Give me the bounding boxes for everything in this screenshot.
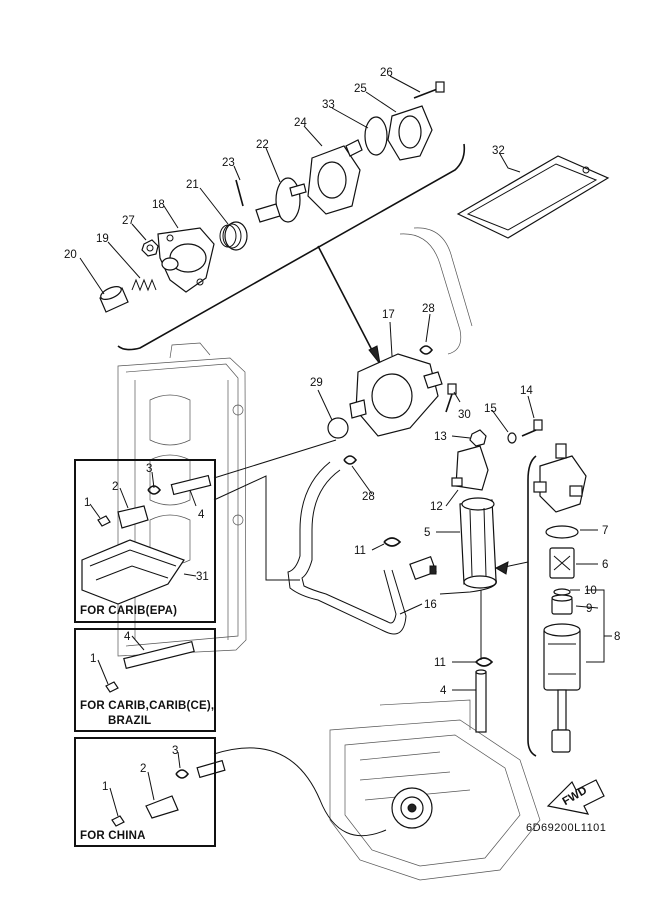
electrical-connector [409, 555, 437, 581]
inset-china [74, 737, 216, 847]
leader-lines [79, 75, 612, 817]
part-14-bolt [521, 419, 543, 437]
callout-24: 24 [294, 117, 307, 129]
inset-carib-brazil [74, 628, 216, 732]
callout-19: 19 [96, 233, 109, 245]
callout-29: 29 [310, 377, 323, 389]
part-28-clamp-lower [343, 455, 358, 465]
callout-28-upper: 28 [422, 303, 435, 315]
callout-33: 33 [322, 99, 335, 111]
filter-head [533, 443, 587, 513]
callout-4-epa: 4 [198, 509, 205, 521]
part-23-pin [235, 179, 244, 207]
callout-1-epa: 1 [84, 497, 90, 509]
part-30-bolt [445, 383, 457, 413]
inset-china-label: FOR CHINA [80, 830, 146, 842]
part-10-ring [553, 588, 571, 596]
part-11-clamp-lower [475, 657, 494, 667]
part-29-gasket [327, 417, 349, 439]
part-19-spring [131, 278, 157, 292]
callout-28-lower: 28 [362, 491, 375, 503]
callout-12: 12 [430, 501, 443, 513]
callout-5: 5 [424, 527, 430, 539]
part-21-spring [219, 221, 248, 251]
part-25-cover [387, 105, 433, 161]
callout-18: 18 [152, 199, 165, 211]
callout-23: 23 [222, 157, 235, 169]
part-17-fuel-pump [349, 353, 443, 437]
inset-carib-epa-label: FOR CARIB(EPA) [80, 605, 178, 617]
callout-3-epa: 3 [146, 463, 152, 475]
callout-4-brazil: 4 [124, 631, 131, 643]
callout-32: 32 [492, 145, 505, 157]
callout-10: 10 [584, 585, 597, 597]
part-7-o-ring [545, 525, 579, 539]
part-24-pump-body [289, 139, 363, 215]
part-9-float [551, 594, 573, 615]
inset-china-parts [111, 759, 226, 827]
callout-4-center: 4 [440, 685, 447, 697]
callout-20: 20 [64, 249, 77, 261]
part-27-nut [141, 239, 159, 257]
part-5-fuel-filter [439, 497, 497, 595]
fwd-arrow-icon [546, 779, 605, 815]
inset-carib-brazil-label-line1: FOR CARIB,CARIB(CE), [80, 700, 215, 712]
callout-15: 15 [484, 403, 497, 415]
callout-2-epa: 2 [112, 481, 118, 493]
callout-9: 9 [586, 603, 592, 615]
callout-11-upper: 11 [354, 545, 366, 557]
callout-1-china: 1 [102, 781, 108, 793]
callout-1-brazil: 1 [90, 653, 96, 665]
callout-31: 31 [196, 571, 209, 583]
callout-14: 14 [520, 385, 533, 397]
part-26-screw [413, 81, 445, 99]
part-11-clamp-upper [383, 537, 402, 547]
inset-carib-brazil-parts [105, 640, 195, 693]
callout-3-china: 3 [172, 745, 178, 757]
part-16-hose [287, 461, 407, 635]
callout-22: 22 [256, 139, 269, 151]
part-33-gasket [364, 116, 388, 156]
part-6-element [549, 547, 575, 579]
drawing-code: 6D69200L1101 [526, 822, 607, 834]
part-28-clamp-upper [419, 345, 434, 355]
callout-27: 27 [122, 215, 135, 227]
pump-group-pointer [317, 245, 376, 357]
callout-13: 13 [434, 431, 447, 443]
pump-group-bracket [117, 143, 466, 351]
inset-carib-brazil-label-line2: BRAZIL [108, 715, 152, 727]
part-13-nut [469, 429, 487, 447]
callout-26: 26 [380, 67, 393, 79]
part-12-bracket [451, 445, 489, 491]
callout-2-china: 2 [140, 763, 146, 775]
part-4-hose-center [475, 669, 487, 733]
callout-8: 8 [614, 631, 620, 643]
filter-group-bracket [527, 455, 537, 757]
part-18-valve-body [157, 227, 215, 293]
callout-7: 7 [602, 525, 608, 537]
callout-25: 25 [354, 83, 367, 95]
callout-17: 17 [382, 309, 395, 321]
inset-link-lines [213, 439, 387, 837]
part-20-cap [99, 286, 129, 313]
lower-engine-outline [329, 699, 541, 881]
inset-carib-epa-parts [81, 474, 212, 605]
inset-carib-epa [74, 459, 216, 623]
callout-30: 30 [458, 409, 471, 421]
callout-6: 6 [602, 559, 608, 571]
upper-fuel-hose [399, 233, 462, 355]
part-32-label-plate [456, 155, 610, 239]
part-8-filter-cup [543, 623, 581, 753]
callout-21: 21 [186, 179, 199, 191]
part-22-diaphragm [255, 177, 301, 223]
callout-11-lower: 11 [434, 657, 446, 669]
part-15-washer [507, 432, 517, 444]
callout-16: 16 [424, 599, 437, 611]
